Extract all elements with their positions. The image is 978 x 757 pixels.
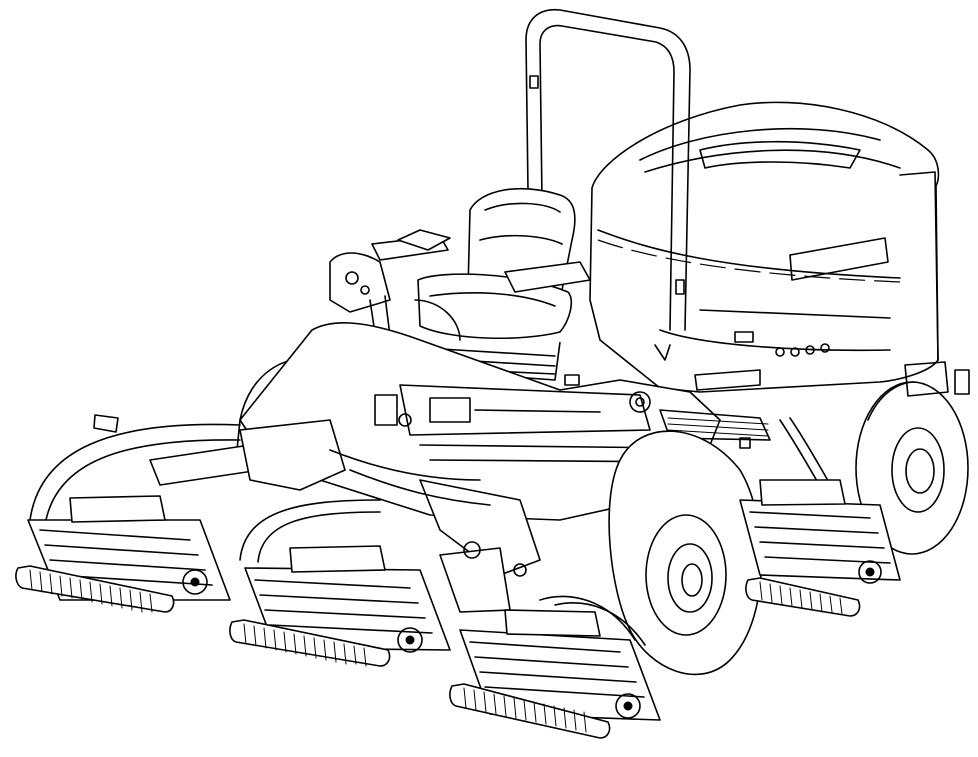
fittings-and-details xyxy=(374,344,751,577)
engine-hood xyxy=(589,101,970,397)
front-right-drive-wheel xyxy=(608,430,763,676)
cutting-unit-front xyxy=(449,609,661,739)
cutting-unit-center xyxy=(229,545,451,667)
rear-right-wheel xyxy=(855,381,969,555)
cutting-unit-right xyxy=(739,479,901,617)
cutting-unit-left xyxy=(15,495,231,613)
lift-arms xyxy=(149,419,541,613)
roll-over-protection-bar xyxy=(525,9,691,331)
